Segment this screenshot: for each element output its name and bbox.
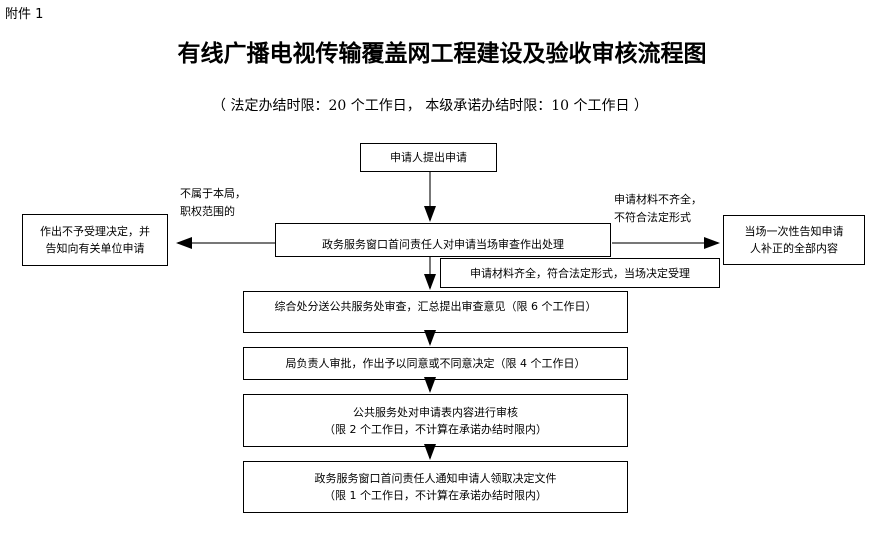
review-text: 政务服务窗口首问责任人对申请当场审查作出处理	[322, 237, 564, 251]
accept-box: 申请材料齐全，符合法定形式，当场决定受理	[440, 258, 720, 288]
correct-text-2: 人补正的全部内容	[750, 242, 838, 255]
step6-text-1: 政务服务窗口首问责任人通知申请人领取决定文件	[314, 472, 557, 485]
step4-box: 局负责人审批，作出予以同意或不同意决定（限 4 个工作日）	[243, 347, 628, 380]
step3-box: 综合处分送公共服务处审查，汇总提出审查意见（限 6 个工作日）	[243, 291, 628, 333]
apply-box: 申请人提出申请	[360, 143, 497, 172]
correct-cond-2: 不符合法定形式	[614, 211, 691, 224]
correct-condition: 申请材料不齐全， 不符合法定形式	[614, 191, 702, 227]
reject-box: 作出不予受理决定，并告知向有关单位申请	[22, 214, 168, 266]
reject-text-2: 告知向有关单位申请	[45, 242, 145, 255]
step5-box: 公共服务处对申请表内容进行审核 （限 2 个工作日，不计算在承诺办结时限内）	[243, 394, 628, 447]
time-limit-subtitle: （ 法定办结时限：20 个工作日， 本级承诺办结时限：10 个工作日 ）	[212, 98, 648, 114]
step6-text-2: （限 1 个工作日，不计算在承诺办结时限内）	[324, 489, 547, 502]
reject-text-1: 作出不予受理决定，并	[40, 225, 150, 238]
step5-text-1: 公共服务处对申请表内容进行审核	[353, 405, 518, 419]
page-title: 有线广播电视传输覆盖网工程建设及验收审核流程图	[177, 40, 707, 67]
correct-text-1: 当场一次性告知申请	[744, 225, 844, 238]
step5-text-2: （限 2 个工作日，不计算在承诺办结时限内）	[324, 422, 547, 436]
correct-cond-1: 申请材料不齐全，	[614, 193, 702, 206]
step3-text: 综合处分送公共服务处审查，汇总提出审查意见（限 6 个工作日）	[274, 300, 597, 313]
accept-text: 申请材料齐全，符合法定形式，当场决定受理	[470, 266, 690, 280]
correct-box: 当场一次性告知申请人补正的全部内容	[723, 215, 865, 265]
attachment-label: 附件 1	[5, 7, 44, 22]
reject-cond-2: 职权范围的	[180, 205, 235, 218]
reject-condition: 不属于本局， 职权范围的	[180, 185, 246, 221]
apply-text: 申请人提出申请	[390, 151, 467, 164]
review-box: 政务服务窗口首问责任人对申请当场审查作出处理	[275, 223, 611, 257]
step4-text: 局负责人审批，作出予以同意或不同意决定（限 4 个工作日）	[285, 357, 586, 370]
reject-cond-1: 不属于本局，	[180, 187, 246, 200]
step6-box: 政务服务窗口首问责任人通知申请人领取决定文件 （限 1 个工作日，不计算在承诺办结…	[243, 461, 628, 513]
